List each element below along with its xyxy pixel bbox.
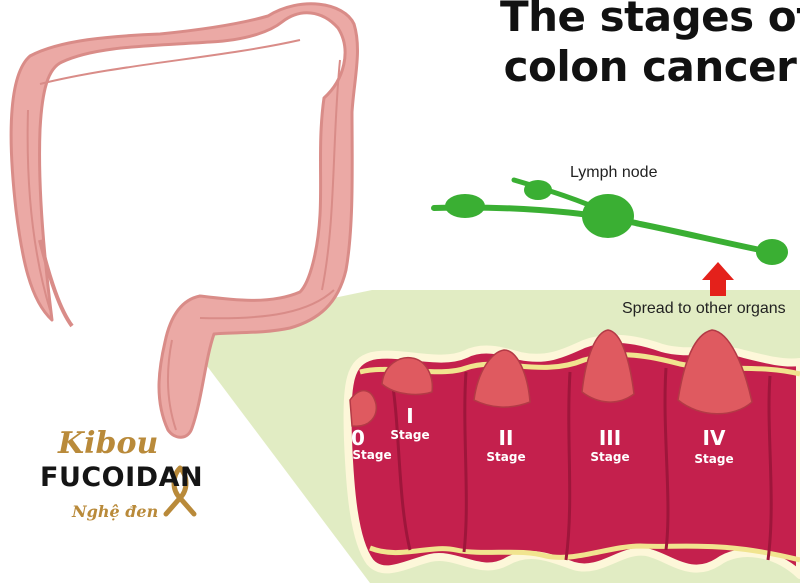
awareness-ribbon-icon	[163, 465, 197, 517]
brand-script: Kibou	[58, 426, 159, 461]
wall-folds	[390, 367, 773, 561]
spread-label: Spread to other organs	[622, 300, 786, 317]
diagram-title: The stages of colon cancer	[500, 0, 800, 92]
lymph-node-illustration	[431, 177, 788, 265]
lymph-node-label: Lymph node	[570, 164, 658, 181]
title-line-1: The stages of	[500, 0, 800, 41]
stage-1-numeral: I	[406, 404, 414, 428]
stage-1-word: Stage	[390, 428, 430, 442]
title-line-2: colon cancer	[503, 42, 797, 91]
stage-2-numeral: II	[498, 426, 514, 450]
stage-4-word: Stage	[694, 452, 734, 466]
brand-name: FUCOIDAN	[40, 462, 204, 493]
stage-4-numeral: IV	[702, 426, 726, 450]
stage-3-numeral: III	[598, 426, 622, 450]
brand-tagline: Nghệ đen	[72, 502, 159, 521]
stage-3-word: Stage	[590, 450, 630, 464]
colon-illustration	[9, 2, 359, 439]
spread-arrow	[702, 262, 734, 296]
stage-2-word: Stage	[486, 450, 526, 464]
stage-0-word: Stage	[352, 448, 392, 462]
tumors	[349, 329, 753, 427]
stage-0-numeral: 0	[351, 426, 365, 450]
